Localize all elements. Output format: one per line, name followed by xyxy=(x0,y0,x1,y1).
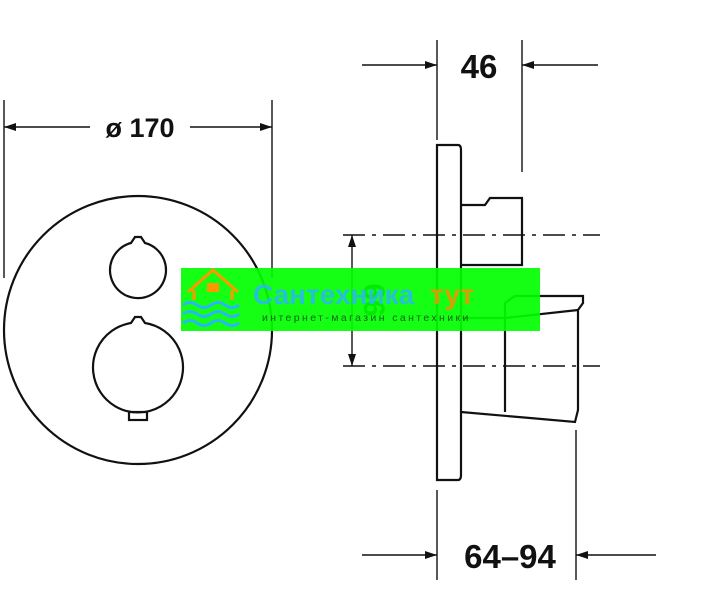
side-top-handle xyxy=(461,196,524,267)
house-waves-icon xyxy=(187,268,239,300)
wall-plate xyxy=(435,143,463,482)
depth-label: 46 xyxy=(461,48,498,85)
diameter-label: ø 170 xyxy=(105,113,174,143)
watermark-title: Сантехника тут xyxy=(253,279,474,310)
watermark-subtitle: интернет-магазин сантехники xyxy=(262,312,471,324)
diameter-dimension xyxy=(3,100,273,278)
projection-label: 64–94 xyxy=(464,538,556,575)
projection-dimension xyxy=(362,430,656,580)
top-handle xyxy=(108,235,168,300)
watermark-title-main: Сантехника xyxy=(253,279,415,310)
watermark-banner: Сантехника тут интернет-магазин сантехни… xyxy=(181,268,540,331)
watermark-background xyxy=(181,268,540,331)
watermark-title-accent: тут xyxy=(430,279,474,310)
depth-dimension xyxy=(362,40,598,172)
spacing-dimension xyxy=(343,234,600,367)
bottom-handle-tab xyxy=(127,410,149,422)
bottom-handle xyxy=(91,315,185,414)
